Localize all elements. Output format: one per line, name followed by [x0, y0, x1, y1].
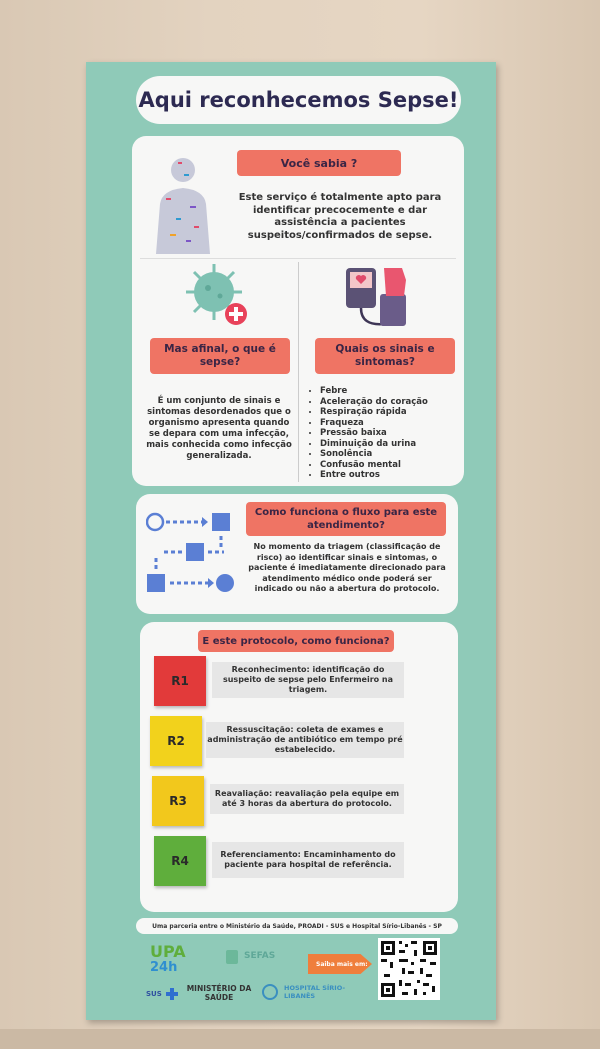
ministry-logo-text: MINISTÉRIO DA SAÚDE [186, 984, 252, 1002]
upa-logo-text: UPA [150, 942, 186, 961]
flow-heading: Como funciona o fluxo para este atendime… [246, 502, 446, 536]
column-divider [298, 262, 299, 482]
step-r4-code: R4 [171, 854, 189, 868]
sefas-text: SEFAS [244, 951, 276, 961]
step-r2-text: Ressuscitação: coleta de exames e admini… [206, 722, 404, 758]
signs-heading: Quais os sinais e sintomas? [315, 338, 455, 374]
partnership-text: Uma parceria entre o Ministério da Saúde… [136, 918, 458, 934]
footer: Uma parceria entre o Ministério da Saúde… [136, 918, 458, 1008]
sign-item: Sonolência [320, 449, 428, 460]
step-r2-code: R2 [167, 734, 185, 748]
floor [0, 1029, 600, 1049]
poster-title: Aqui reconhecemos Sepse! [138, 88, 459, 112]
row-divider [140, 258, 456, 259]
blood-pressure-icon [346, 268, 406, 326]
sign-item: Aceleração do coração [320, 397, 428, 408]
intro-text: Este serviço é totalmente apto para iden… [238, 192, 442, 241]
title-card: Aqui reconhecemos Sepse! [136, 76, 461, 124]
sign-item: Diminuição da urina [320, 439, 428, 450]
cross-icon [166, 988, 178, 1000]
upa-logo-sub: 24h [150, 960, 178, 975]
sefas-icon [226, 950, 238, 964]
sefas-logo: SEFAS [226, 948, 296, 968]
info-section: Você sabia ? Este serviço é totalmente a… [132, 136, 464, 486]
hospital-logo: HOSPITAL SÍRIO-LIBANÊS [262, 982, 372, 1006]
qr-code-icon [381, 941, 437, 997]
upa-logo: UPA 24h [150, 942, 210, 978]
flow-diagram-icon [146, 512, 234, 592]
sign-item: Febre [320, 386, 428, 397]
human-body-icon [156, 158, 210, 254]
flow-section: Como funciona o fluxo para este atendime… [136, 494, 458, 614]
hospital-text: HOSPITAL SÍRIO-LIBANÊS [284, 984, 346, 1000]
sign-item: Fraqueza [320, 418, 428, 429]
sus-text: SUS [146, 990, 162, 998]
step-r3-sticky: R3 [152, 776, 204, 826]
step-r1-text: Reconhecimento: identificação do suspeit… [212, 662, 404, 698]
sepsis-poster: Aqui reconhecemos Sepse! Você sabia ? Es… [86, 62, 496, 1020]
signs-list: Febre Aceleração do coração Respiração r… [308, 386, 428, 481]
what-is-sepsis-heading: Mas afinal, o que é sepse? [150, 338, 290, 374]
sign-item: Pressão baixa [320, 428, 428, 439]
what-is-sepsis-text: É um conjunto de sinais e sintomas desor… [146, 396, 292, 461]
sign-item: Confusão mental [320, 460, 428, 471]
hospital-emblem-icon [262, 984, 278, 1000]
step-r3-text: Reavaliação: reavaliação pela equipe em … [210, 784, 404, 814]
sus-logo: SUS [146, 988, 186, 1004]
qr-code [378, 938, 440, 1000]
step-r4-text: Referenciamento: Encaminhamento do pacie… [212, 842, 404, 878]
step-r3-code: R3 [169, 794, 187, 808]
protocol-heading: E este protocolo, como funciona? [198, 630, 394, 652]
sign-item: Respiração rápida [320, 407, 428, 418]
learn-more-label: Saiba mais em: [308, 954, 372, 974]
flow-text: No momento da triagem (classificação de … [248, 542, 446, 593]
step-r2-sticky: R2 [150, 716, 202, 766]
protocol-section: E este protocolo, como funciona? R1 Reco… [140, 622, 458, 912]
sign-item: Entre outros [320, 470, 428, 481]
step-r1-code: R1 [171, 674, 189, 688]
step-r1-sticky: R1 [154, 656, 206, 706]
step-r4-sticky: R4 [154, 836, 206, 886]
virus-icon [186, 264, 247, 325]
did-you-know-heading: Você sabia ? [237, 150, 401, 176]
